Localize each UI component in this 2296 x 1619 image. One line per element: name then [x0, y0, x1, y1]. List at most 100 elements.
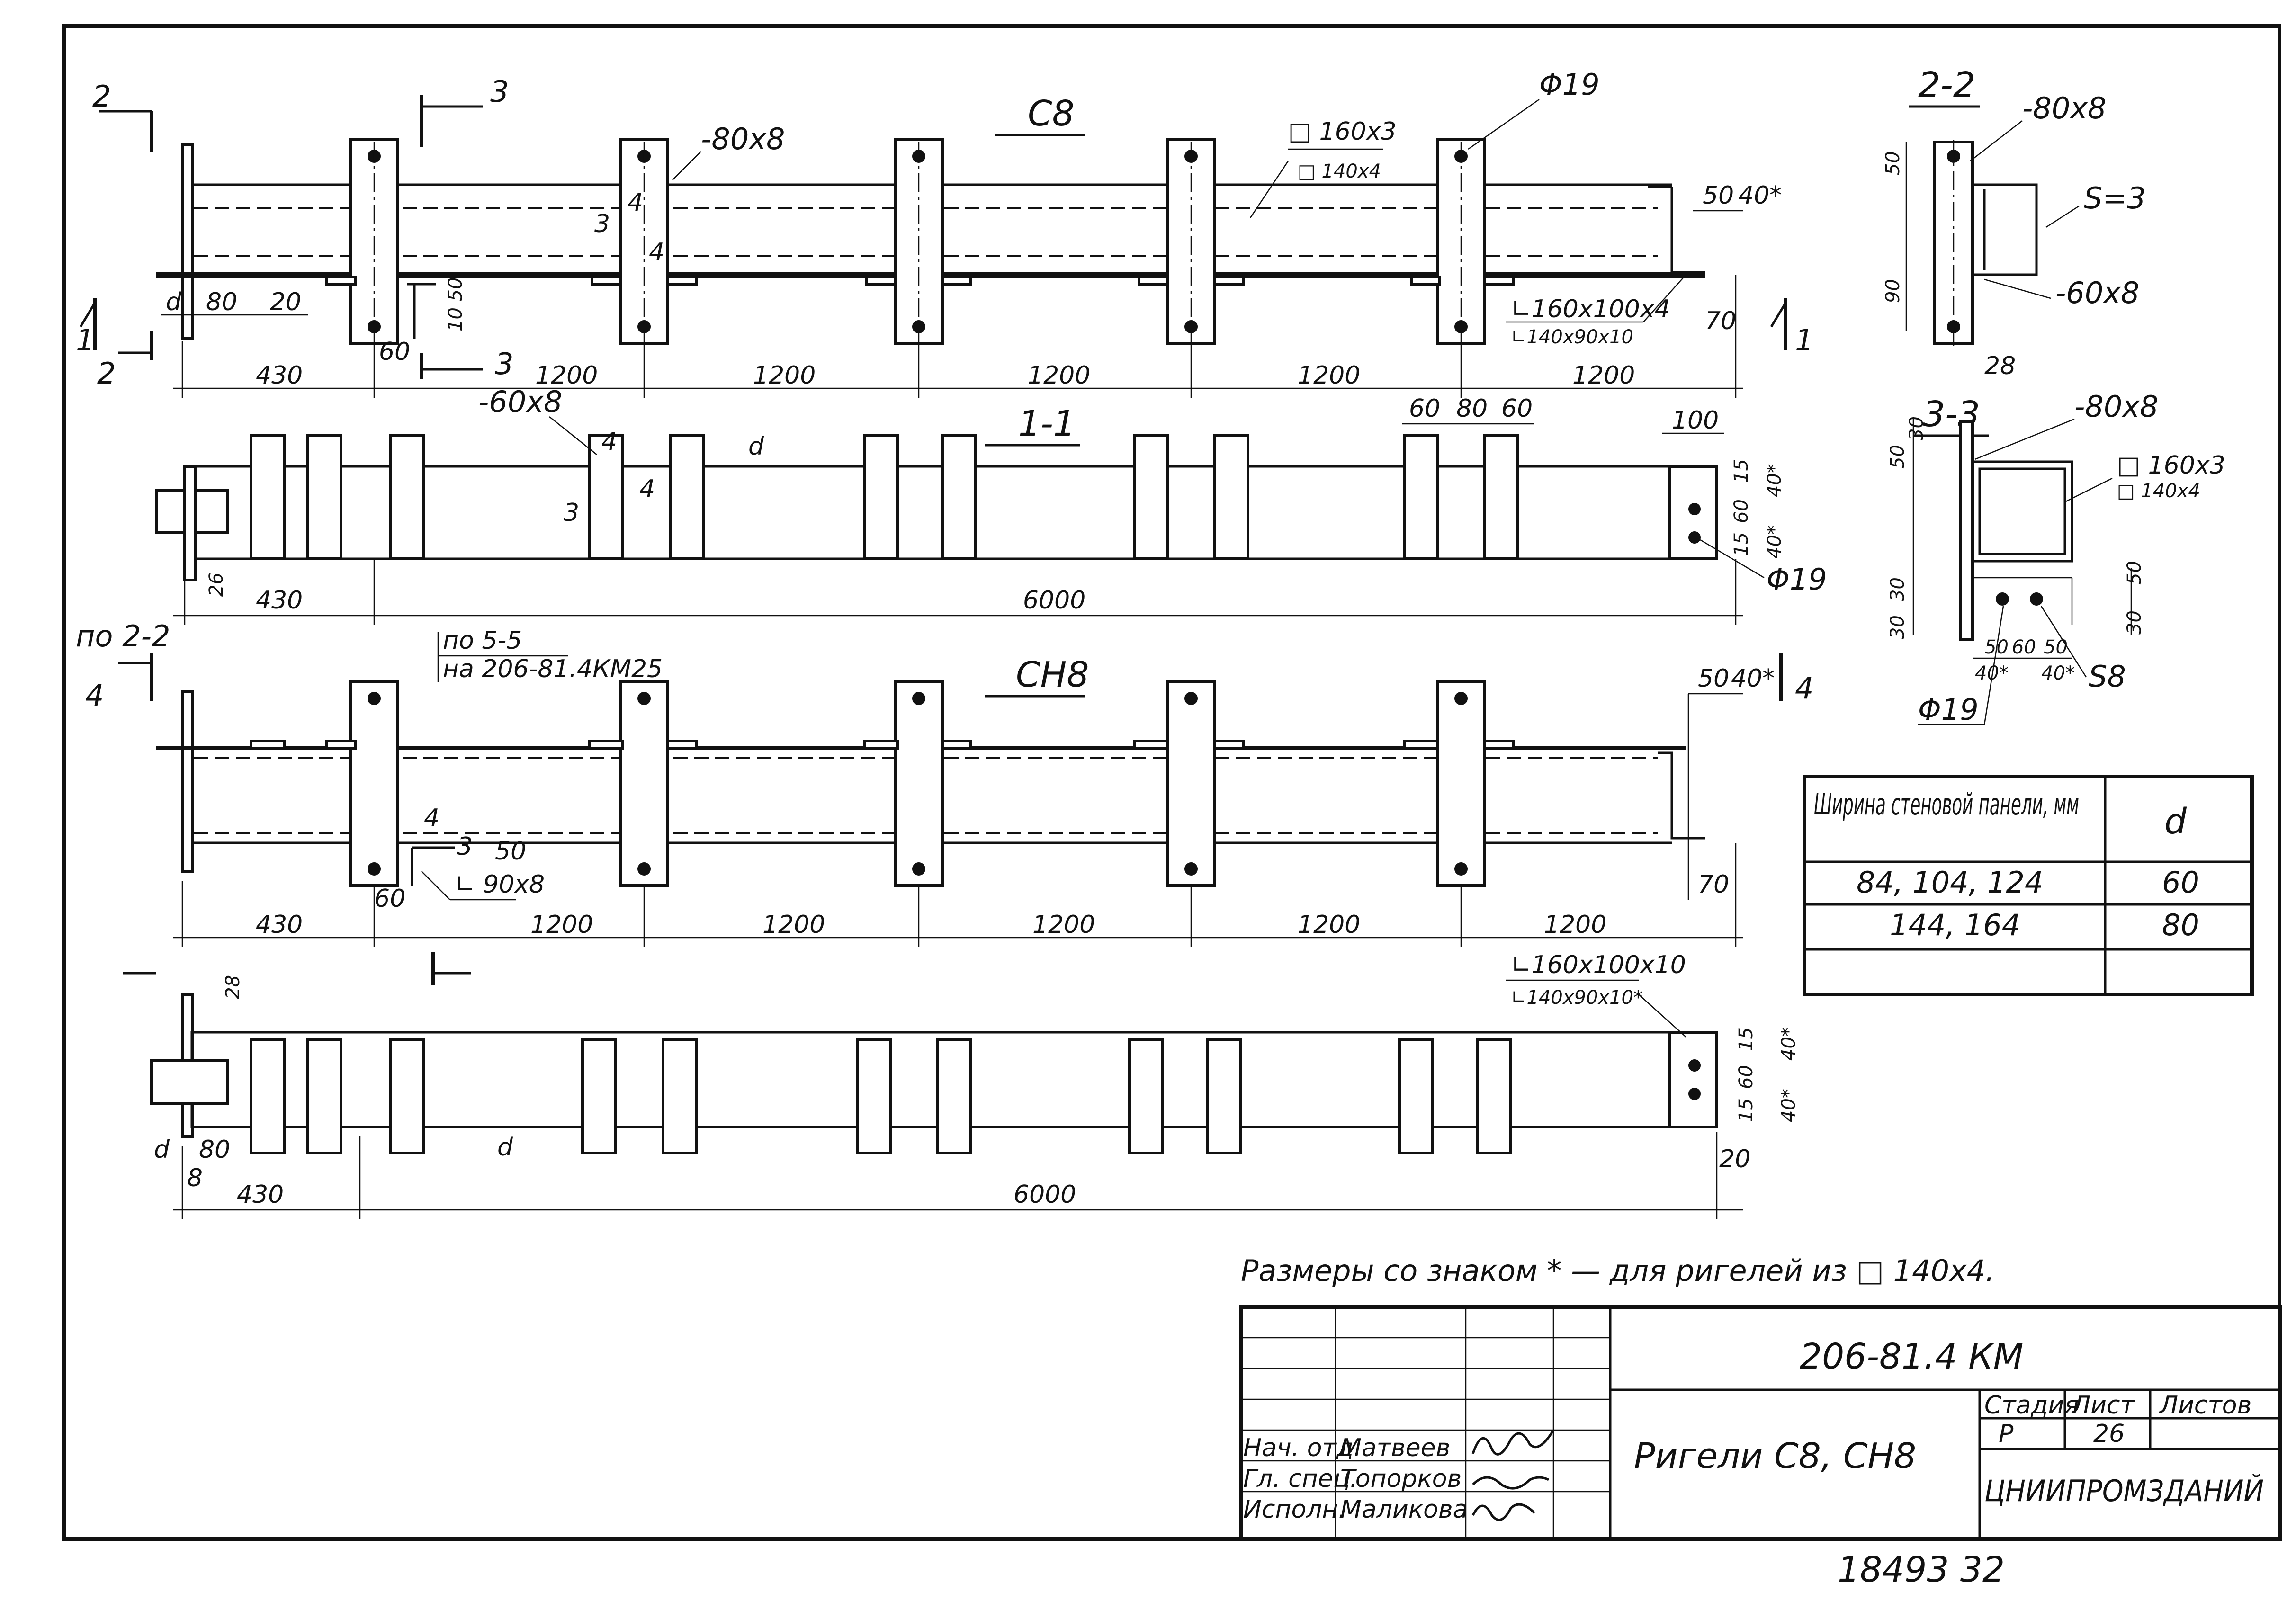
- plan-cn8-d-mid: d: [497, 1133, 513, 1162]
- table-row1-d: 60: [2162, 865, 2199, 900]
- role-3: Исполн.: [1243, 1495, 1346, 1524]
- sec11-v15: 15: [1731, 459, 1752, 483]
- sec22-dim-50: 50: [1882, 151, 1904, 175]
- sec11-dim-80: 80: [1456, 394, 1488, 423]
- view-cn8: СН8 по 2-2 4 4 по 5-5 на 206-81.4КМ25: [76, 619, 1813, 947]
- role-1: Нач. отд.: [1243, 1434, 1361, 1462]
- c8-dim-70: 70: [1705, 307, 1736, 335]
- archive-number: 18493 32: [1838, 1549, 2005, 1590]
- view-section-3-3: 3-3 -80x8 □ 160x3 □ 140x4 50 30 30 30 50…: [1887, 389, 2225, 727]
- plan-cn8-dim-28: 28: [222, 975, 244, 999]
- name-3: Маликова: [1340, 1495, 1468, 1524]
- cn8-span-1200-b: 1200: [762, 911, 825, 939]
- plan-cn8-v60: 60: [1735, 1065, 1757, 1089]
- c8-dim-80: 80: [206, 288, 237, 316]
- cn8-span-430: 430: [256, 911, 303, 939]
- cn8-weld-3: 3: [457, 832, 473, 861]
- sec22-plate-label: -80x8: [2022, 91, 2106, 125]
- table-row2-d: 80: [2162, 908, 2199, 942]
- sec33-hole-label: Φ19: [1918, 692, 1979, 727]
- plan-cn8-dim-80: 80: [199, 1136, 230, 1164]
- c8-dim-d: d: [166, 288, 182, 316]
- sec11-weld-4b: 4: [639, 475, 655, 503]
- sec11-dim-6000: 6000: [1023, 586, 1085, 615]
- c8-dim-20: 20: [270, 288, 301, 316]
- view-section-1-1: 1-1 -60x8 3 4 4 d Φ19 100 60 80 60 15 60…: [155, 385, 1827, 625]
- sec33-r30: 30: [2124, 610, 2145, 635]
- sec22-s-label: S=3: [2084, 181, 2146, 215]
- name-2: Топорков: [1340, 1465, 1462, 1493]
- cn8-span-1200-d: 1200: [1298, 911, 1360, 939]
- section-mark-3-top: 3: [490, 74, 509, 109]
- sec22-dim-28: 28: [1984, 352, 2016, 380]
- cn8-angle-label: ∟ 90x8: [455, 870, 545, 899]
- plan-cn8-dim-6000: 6000: [1013, 1181, 1076, 1209]
- sec11-dim-60b: 60: [1501, 394, 1533, 423]
- view-c8-title: С8: [1028, 93, 1075, 134]
- sec33-tube-alt-label: □ 140x4: [2117, 480, 2200, 502]
- table-row2-width: 144, 164: [1890, 908, 2020, 942]
- stage-label: Стадия: [1984, 1391, 2079, 1420]
- cn8-span-1200-c: 1200: [1032, 911, 1095, 939]
- plan-cn8-v40a: 40*: [1778, 1027, 1800, 1061]
- sheets-label: Листов: [2159, 1391, 2251, 1420]
- section-mark-2-bottom: 2: [97, 356, 116, 391]
- c8-weld-4b: 4: [649, 238, 664, 267]
- sec11-v40b: 40*: [1764, 525, 1785, 559]
- plan-cn8-d-left: d: [154, 1136, 170, 1164]
- c8-span-1200-b: 1200: [753, 361, 816, 390]
- c8-span-1200-a: 1200: [535, 361, 598, 390]
- plan-cn8-v40b: 40*: [1778, 1089, 1800, 1122]
- sec22-title: 2-2: [1918, 65, 1975, 106]
- signature-2: [1472, 1476, 1550, 1490]
- signature-1: [1471, 1429, 1555, 1456]
- drawing-title: Ригели С8, СН8: [1634, 1436, 1916, 1476]
- organization: ЦНИИПРОМЗДАНИЙ: [1984, 1473, 2264, 1508]
- section-mark-2-top: 2: [92, 79, 111, 114]
- stage-value: Р: [1999, 1420, 2014, 1448]
- c8-span-430: 430: [256, 361, 303, 390]
- sheet-label: Лист: [2071, 1391, 2135, 1420]
- sec11-v15b: 15: [1731, 532, 1752, 556]
- table-col1-header: Ширина стеновой панели, мм: [1814, 787, 2079, 822]
- c8-angle-label: ∟160x100x4: [1511, 295, 1670, 323]
- plan-cn8-v15: 15: [1735, 1027, 1757, 1051]
- plan-cn8-angle-alt: ∟140x90x10*: [1511, 987, 1643, 1009]
- sec11-v40a: 40*: [1764, 464, 1785, 497]
- cn8-title: СН8: [1016, 654, 1089, 695]
- c8-weld-4a: 4: [628, 188, 643, 217]
- cn8-section-4-left: 4: [85, 678, 104, 713]
- cn8-span-1200-e: 1200: [1544, 911, 1606, 939]
- cn8-dim-70: 70: [1698, 870, 1729, 899]
- sec11-dim-430: 430: [256, 586, 303, 615]
- c8-dim-50: 50: [1703, 181, 1734, 210]
- cn8-dim-40s: 40*: [1731, 664, 1775, 693]
- plan-cn8-dim-8: 8: [187, 1164, 203, 1192]
- c8-tube-alt-label: □ 140x4: [1298, 161, 1381, 182]
- c8-plate-label: -80x8: [701, 122, 785, 156]
- c8-angle-alt-label: ∟140x90x10: [1511, 326, 1633, 348]
- sec33-h50b: 50: [2044, 636, 2068, 658]
- sec11-dim-60a: 60: [1409, 394, 1440, 423]
- sec11-v60: 60: [1731, 499, 1752, 523]
- cn8-ref-doc: на 206-81.4КМ25: [443, 655, 663, 683]
- name-1: Матвеев: [1340, 1434, 1450, 1462]
- sec33-v30c: 30: [1887, 615, 1909, 639]
- sec11-hole-label: Φ19: [1767, 562, 1827, 597]
- sec11-dim-100: 100: [1672, 406, 1719, 435]
- sheet-frame: [62, 24, 2281, 1541]
- sec33-r50: 50: [2124, 561, 2145, 585]
- sec33-v30: 30: [1906, 416, 1928, 440]
- cn8-ref-5-5: по 5-5: [443, 626, 522, 655]
- sec11-plate-label: -60x8: [478, 385, 562, 419]
- cn8-dim-50: 50: [1698, 664, 1729, 693]
- c8-hole-label: Φ19: [1539, 67, 1600, 102]
- doc-code: 206-81.4 КМ: [1800, 1336, 2024, 1377]
- sec11-title: 1-1: [1018, 403, 1076, 444]
- view-section-2-2: 2-2 -80x8 S=3 -60x8 50 90 28: [1882, 65, 2146, 380]
- c8-dim-1050: 10 50: [445, 277, 466, 331]
- sec33-tube-label: □ 160x3: [2117, 451, 2225, 480]
- section-mark-1-right: 1: [1795, 323, 1813, 358]
- title-block: 206-81.4 КМ Ригели С8, СН8 Стадия Лист Л…: [1239, 1305, 2282, 1541]
